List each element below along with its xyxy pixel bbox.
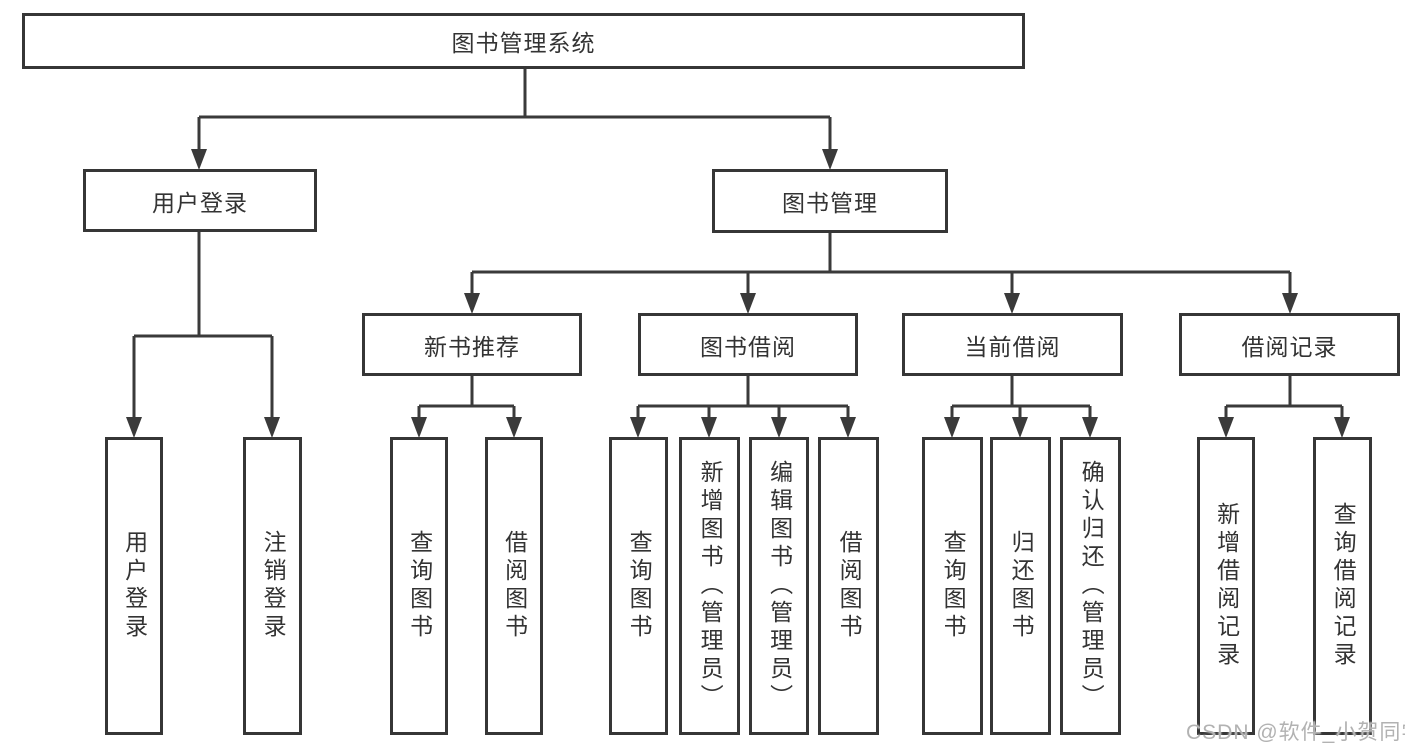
node-library-system: 图书管理系统 bbox=[22, 13, 1025, 69]
node-leaf-edit-book-admin: 编辑图书（管理员） bbox=[749, 437, 809, 735]
node-leaf-confirm-return-admin: 确认归还（管理员） bbox=[1060, 437, 1121, 735]
node-label: 借阅图书 bbox=[836, 530, 863, 642]
node-label: 用户登录 bbox=[152, 189, 248, 216]
node-label: 新增图书（管理员） bbox=[697, 460, 724, 712]
node-leaf-query-books-2: 查询图书 bbox=[609, 437, 668, 735]
node-label: 确认归还（管理员） bbox=[1078, 460, 1105, 712]
node-label: 借阅记录 bbox=[1241, 333, 1338, 360]
node-book-borrowing: 图书借阅 bbox=[638, 313, 858, 376]
node-label: 用户登录 bbox=[121, 530, 148, 642]
node-label: 图书管理系统 bbox=[451, 30, 596, 56]
node-leaf-query-books-1: 查询图书 bbox=[390, 437, 448, 735]
node-label: 查询图书 bbox=[940, 530, 967, 642]
node-label: 新增借阅记录 bbox=[1213, 502, 1240, 670]
node-label: 图书管理 bbox=[782, 190, 878, 216]
node-book-management: 图书管理 bbox=[712, 169, 948, 233]
node-label: 查询图书 bbox=[406, 530, 433, 642]
node-leaf-user-login: 用户登录 bbox=[105, 437, 163, 735]
node-user-login: 用户登录 bbox=[83, 169, 317, 232]
node-current-borrowing: 当前借阅 bbox=[902, 313, 1123, 376]
node-label: 图书借阅 bbox=[700, 333, 796, 360]
node-leaf-borrow-books-2: 借阅图书 bbox=[818, 437, 879, 735]
node-leaf-borrow-books-1: 借阅图书 bbox=[485, 437, 543, 735]
node-label: 归还图书 bbox=[1008, 530, 1035, 642]
node-leaf-add-borrow-record: 新增借阅记录 bbox=[1197, 437, 1255, 735]
node-new-book-recommend: 新书推荐 bbox=[362, 313, 582, 376]
node-leaf-query-books-3: 查询图书 bbox=[922, 437, 983, 735]
node-label: 查询图书 bbox=[626, 530, 653, 642]
node-label: 注销登录 bbox=[260, 530, 287, 642]
node-label: 借阅图书 bbox=[501, 530, 528, 642]
node-label: 编辑图书（管理员） bbox=[766, 460, 793, 712]
csdn-watermark: CSDN @软件_小贺同学 bbox=[1186, 721, 1405, 744]
node-label: 查询借阅记录 bbox=[1330, 502, 1357, 670]
node-borrowing-records: 借阅记录 bbox=[1179, 313, 1400, 376]
node-leaf-add-book-admin: 新增图书（管理员） bbox=[679, 437, 740, 735]
node-leaf-query-borrow-record: 查询借阅记录 bbox=[1313, 437, 1372, 735]
node-leaf-logout: 注销登录 bbox=[243, 437, 302, 735]
node-label: 新书推荐 bbox=[424, 333, 520, 360]
node-label: 当前借阅 bbox=[964, 333, 1061, 360]
node-leaf-return-book: 归还图书 bbox=[990, 437, 1051, 735]
